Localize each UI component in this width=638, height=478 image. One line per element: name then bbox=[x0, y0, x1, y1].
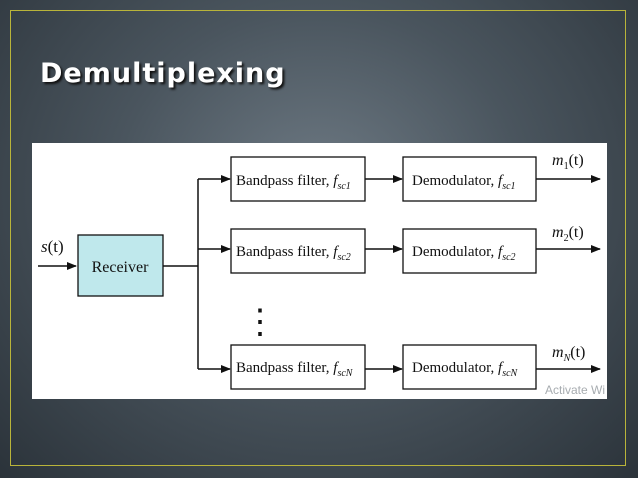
activate-windows-watermark: Activate Wi bbox=[545, 383, 606, 397]
bandpass-filter-2 bbox=[230, 228, 366, 274]
demux-diagram-panel: s(t) Receiver Bandpass filter, fsc1 Demo… bbox=[32, 143, 607, 399]
bandpass-filter-n bbox=[230, 344, 366, 390]
slide-frame bbox=[10, 10, 626, 466]
demodulator-1-label: Demodulator, fsc1 bbox=[412, 173, 516, 192]
slide-title: Demultiplexing bbox=[40, 58, 286, 89]
output-n-label: mN(t) bbox=[552, 344, 585, 364]
demodulator-2-label: Demodulator, fsc2 bbox=[412, 244, 516, 263]
bandpass-filter-2-label: Bandpass filter, fsc2 bbox=[236, 244, 351, 263]
demux-diagram: s(t) Receiver Bandpass filter, fsc1 Demo… bbox=[38, 152, 601, 390]
demodulator-n-label: Demodulator, fscN bbox=[412, 360, 519, 379]
output-2-label: m2(t) bbox=[552, 224, 584, 244]
receiver-block bbox=[77, 234, 164, 297]
channel-ellipsis: ⋮ bbox=[243, 304, 277, 341]
bandpass-filter-n-label: Bandpass filter, fscN bbox=[236, 360, 354, 379]
bandpass-filter-1 bbox=[230, 156, 366, 202]
receiver-label: Receiver bbox=[92, 259, 150, 276]
demodulator-2 bbox=[402, 228, 537, 274]
bandpass-filter-1-label: Bandpass filter, fsc1 bbox=[236, 173, 351, 192]
demodulator-n bbox=[402, 344, 537, 390]
output-1-label: m1(t) bbox=[552, 152, 584, 172]
input-signal-label: s(t) bbox=[41, 237, 64, 256]
